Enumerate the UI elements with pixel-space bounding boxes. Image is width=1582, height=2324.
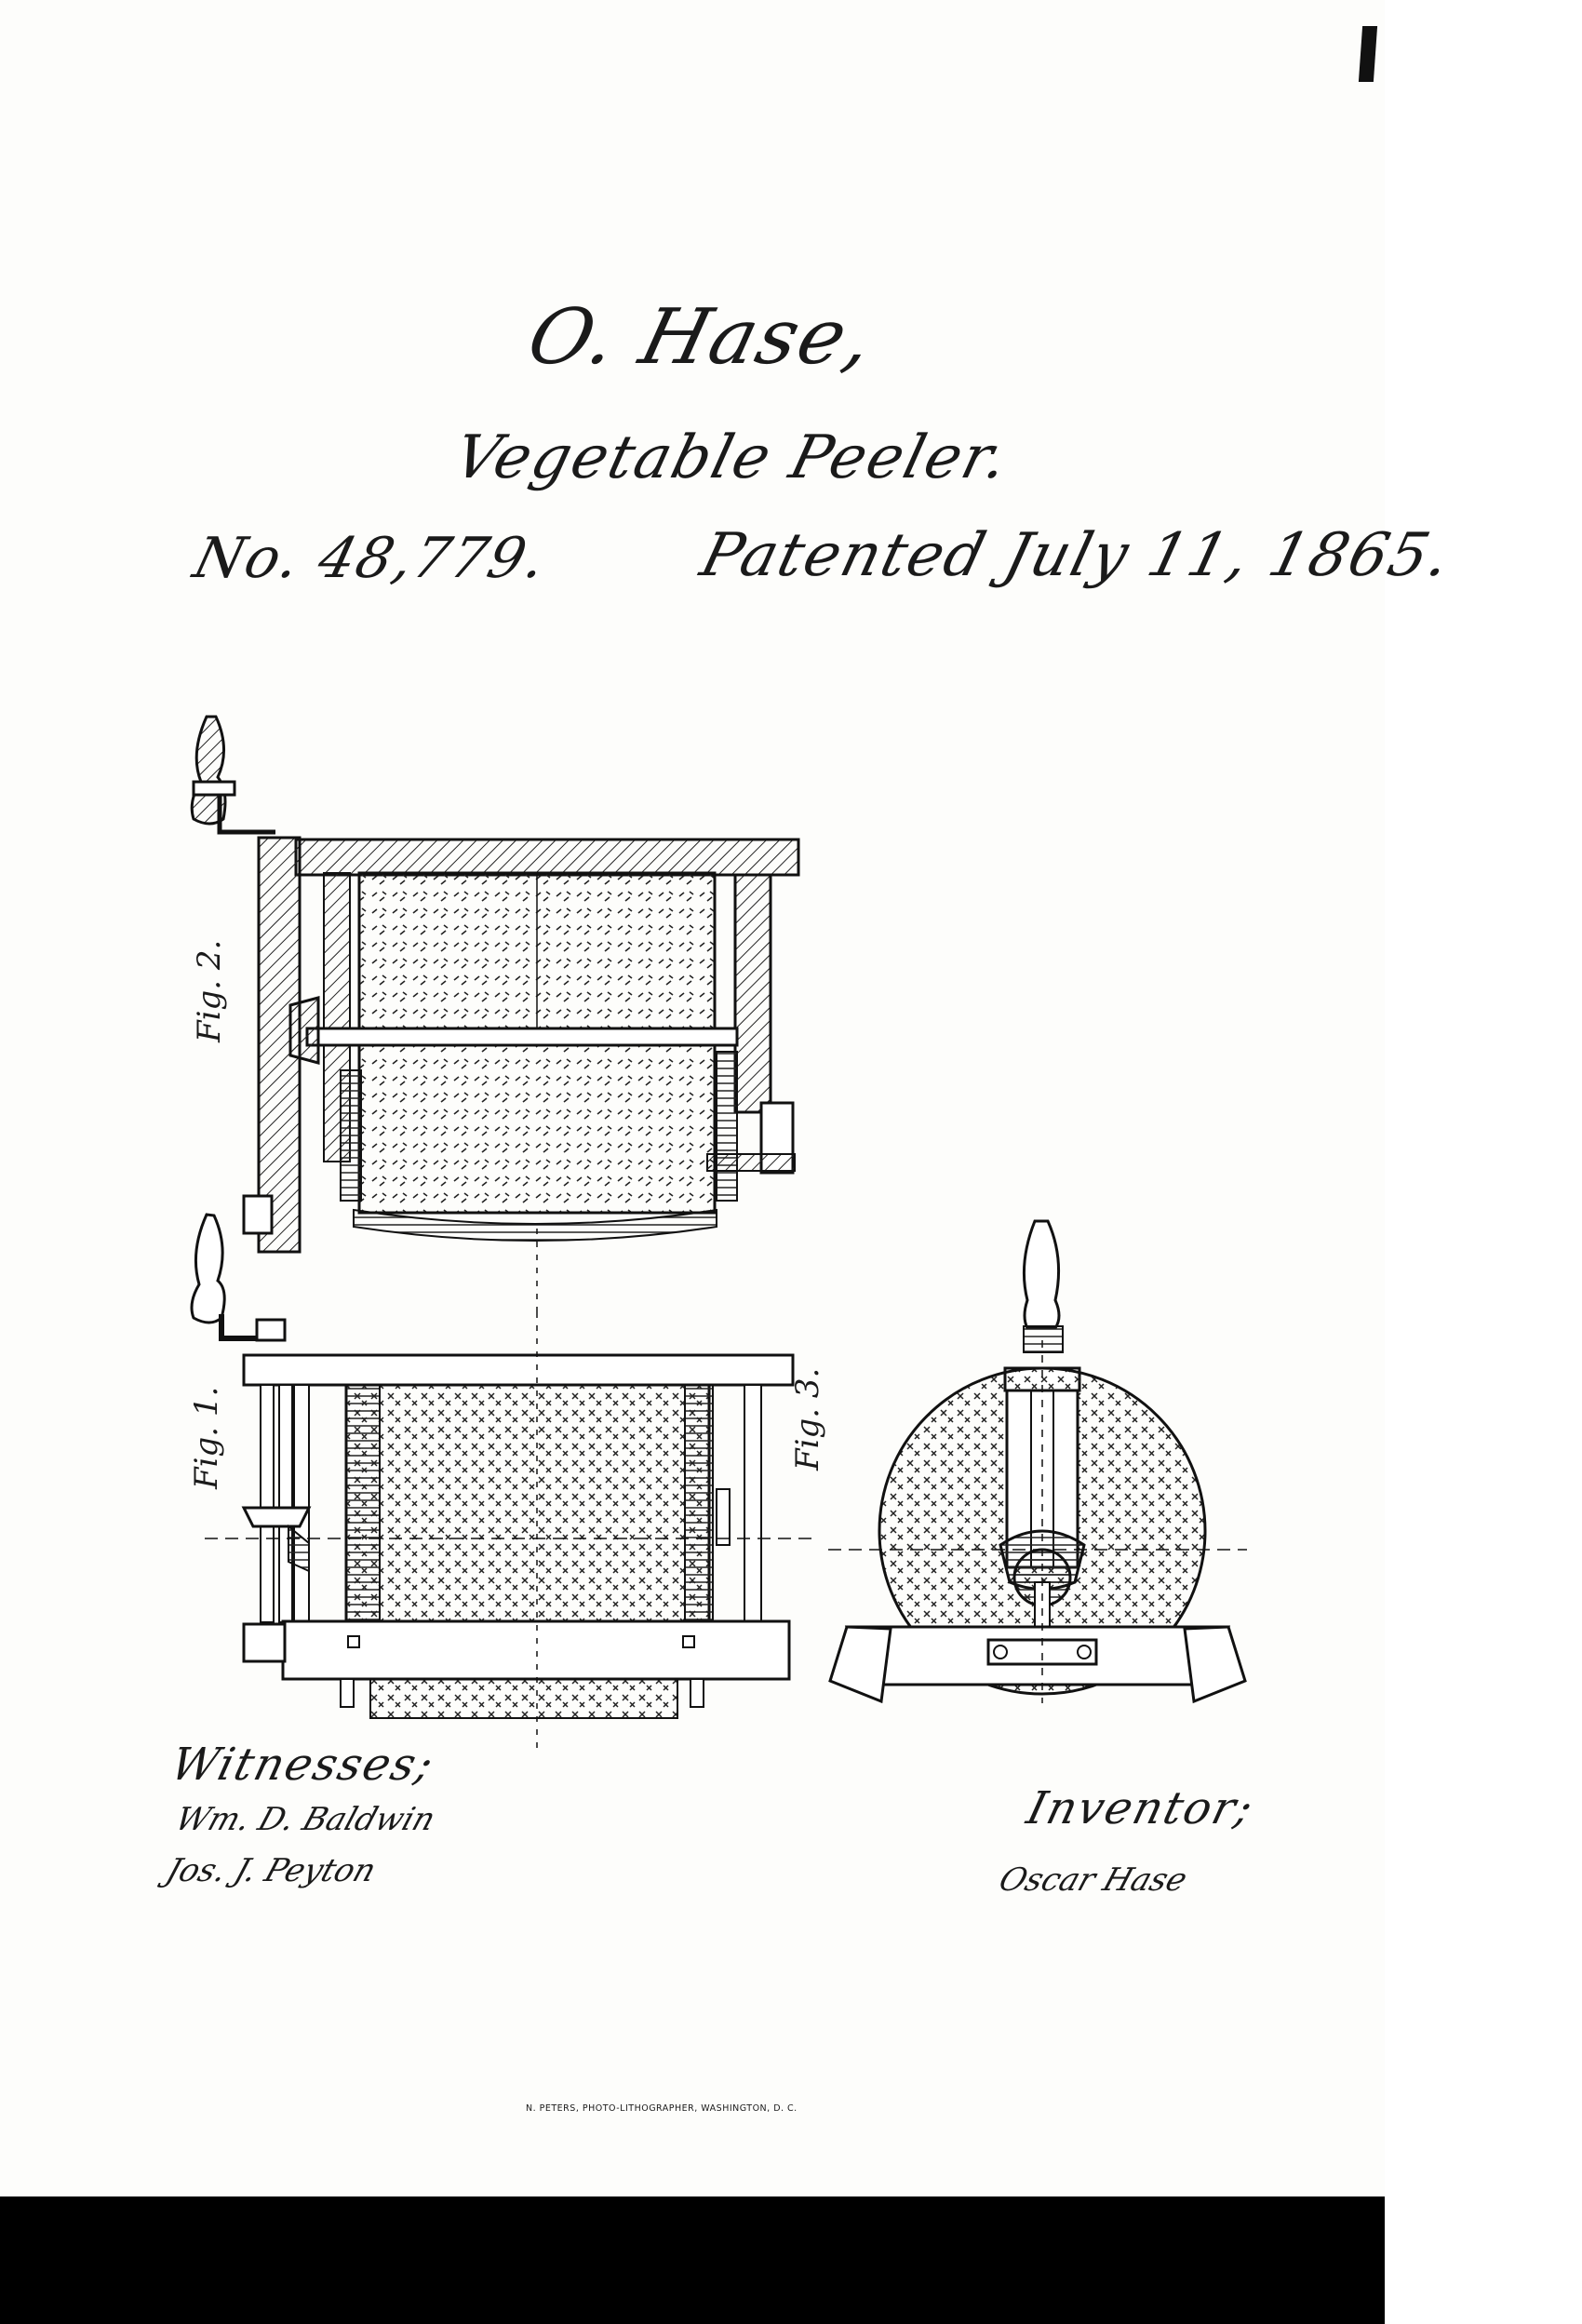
fig1-drawing [190, 1213, 819, 1750]
fig1-label: Fig. 1. [188, 1386, 225, 1489]
inventor-label: Inventor; [1022, 1782, 1260, 1834]
witness-signature-2: Jos. J. Peyton [161, 1852, 381, 1889]
witness-signature-1: Wm. D. Baldwin [170, 1801, 440, 1838]
witnesses-label: Witnesses; [166, 1739, 440, 1791]
printer-credit: N. PETERS, PHOTO-LITHOGRAPHER, WASHINGTO… [526, 2103, 798, 2114]
fig2-drawing [190, 715, 800, 1312]
fig3-label: Fig. 3. [789, 1367, 826, 1471]
inventor-signature: Oscar Hase [994, 1861, 1192, 1899]
fig3-drawing [828, 1219, 1247, 1704]
patent-drawing [190, 715, 1247, 1750]
scan-bottom-bar [0, 2196, 1385, 2324]
fig2-label: Fig. 2. [191, 939, 228, 1042]
page-margin [1385, 0, 1582, 2324]
